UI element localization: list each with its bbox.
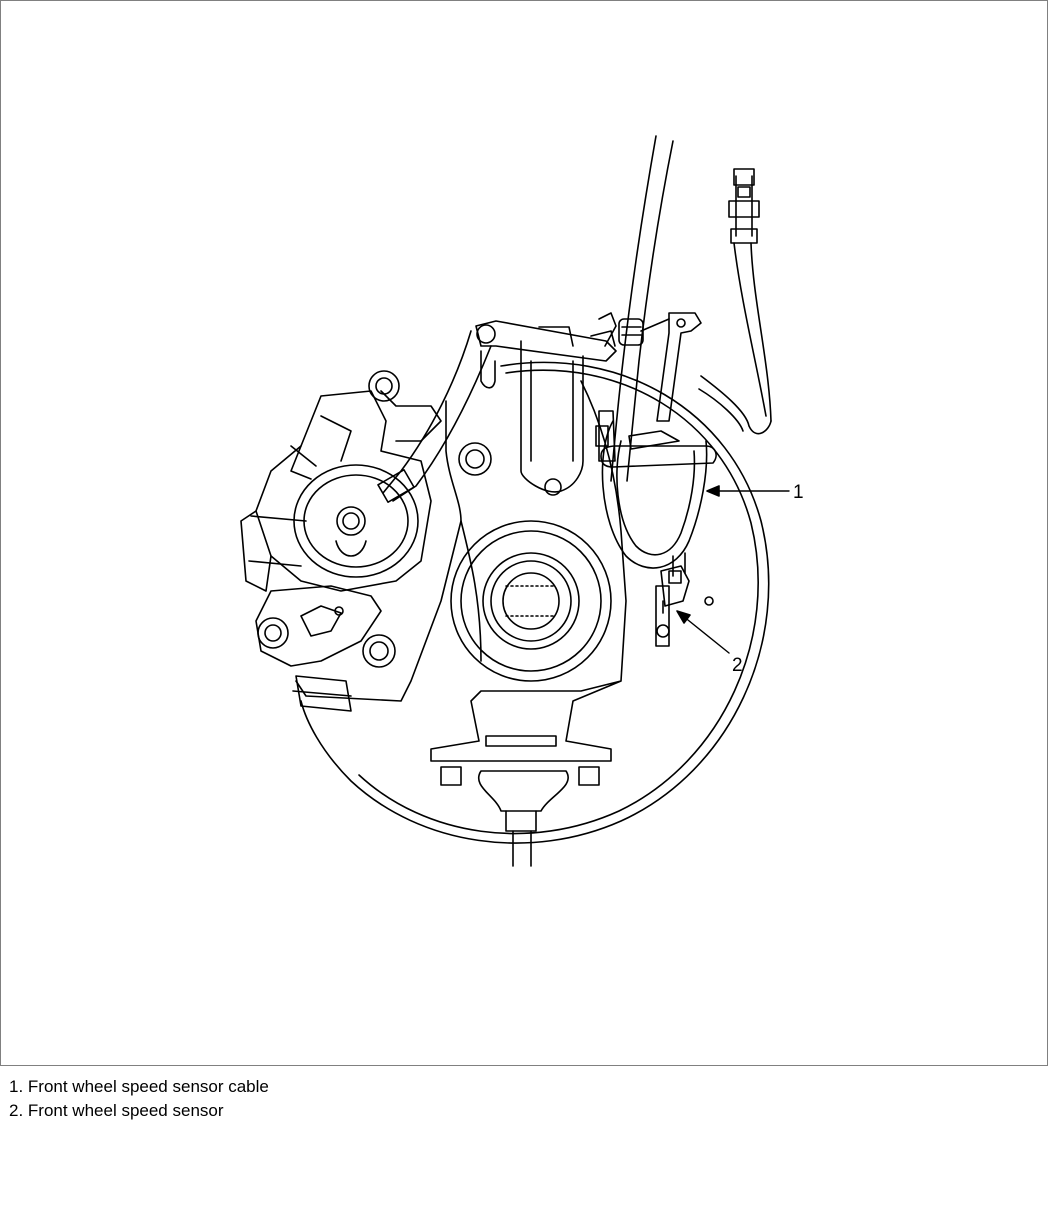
brake-disc [300, 361, 770, 844]
lower-ball-joint [440, 735, 600, 867]
figure-frame: 1 2 [0, 0, 1048, 1066]
brake-hose [698, 168, 772, 435]
legend-item-speed-sensor: 2. Front wheel speed sensor [9, 1101, 224, 1120]
steering-knuckle [295, 340, 627, 762]
upper-link [382, 320, 617, 502]
legend-item-sensor-cable: 1. Front wheel speed sensor cable [9, 1077, 269, 1096]
figure-legend: 1. Front wheel speed sensor cable 2. Fro… [9, 1075, 269, 1123]
cable-bracket [598, 312, 702, 422]
sensor-cable [595, 135, 717, 577]
lower-link [292, 675, 352, 712]
brake-caliper [240, 370, 442, 667]
wheel-speed-sensor [655, 565, 714, 647]
steering-knuckle-illustration: 1 2 [240, 135, 804, 867]
callout-number-2: 2 [732, 655, 743, 676]
callout-number-1: 1 [793, 482, 804, 503]
callout-leaders [676, 485, 790, 654]
